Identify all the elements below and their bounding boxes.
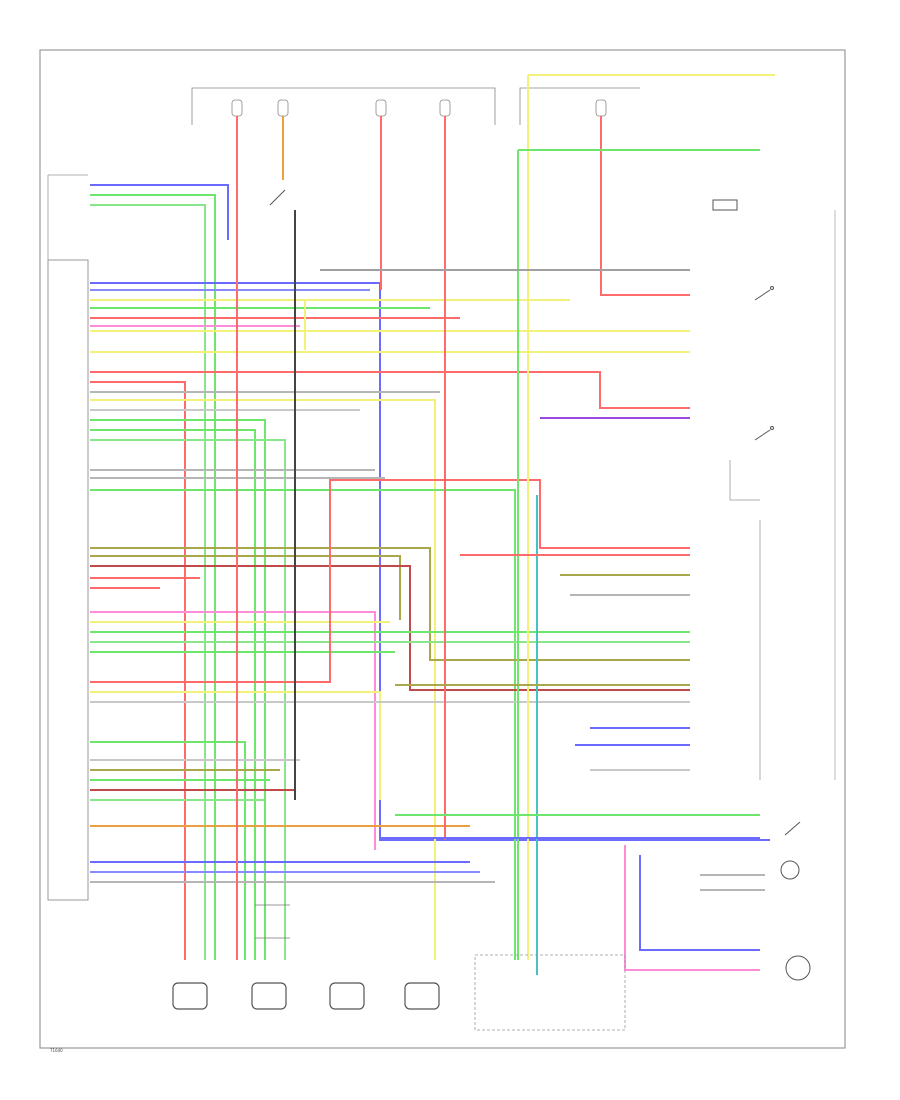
wire-blue-top (90, 184, 229, 240)
wire-green-4 (90, 439, 286, 960)
wire-red-6 (90, 479, 690, 683)
right-wires (380, 417, 765, 971)
relay-switch-3 (784, 821, 801, 836)
fuse-4 (439, 99, 451, 117)
relay-switch-2 (754, 429, 771, 441)
wire-red-3 (90, 381, 186, 960)
fuse-top-right (712, 199, 738, 211)
ground-icon (780, 860, 800, 880)
pump-motor-icon (785, 955, 811, 981)
wire-green-5 (90, 489, 516, 960)
wire-red-relay (600, 116, 690, 296)
relay-ground (729, 460, 760, 501)
wire-green-3 (90, 429, 256, 960)
wire-olive-1 (90, 547, 690, 661)
wire-pink-3 (624, 845, 760, 971)
sensor-rear-left (329, 982, 365, 1010)
wire-green-top-1 (90, 194, 216, 960)
wire-yellow-6 (90, 691, 381, 800)
fuse-box-bracket (191, 87, 496, 125)
wire-red-2 (90, 371, 690, 409)
wire-blue-1 (90, 282, 770, 841)
relay-switch-1 (754, 289, 771, 301)
wire-olive-2 (90, 555, 401, 620)
wire-blue-8 (639, 855, 760, 951)
wire-yellow-4 (90, 399, 436, 960)
module-wires (90, 184, 770, 960)
relay-box-bracket (519, 87, 640, 125)
sensor-rear-right (404, 982, 440, 1010)
wire-green-2 (90, 419, 266, 960)
ignition-switch (269, 189, 286, 206)
wire-darkred-1 (90, 565, 690, 691)
abs-control-module (47, 259, 89, 901)
wire-green-top-2 (90, 204, 206, 960)
pump-motor-box (474, 954, 626, 1031)
sensor-front-left (172, 982, 208, 1010)
fuse-5 (595, 99, 607, 117)
wheel-speed-sensor-icon (172, 982, 440, 1010)
relay-contact-2 (770, 426, 774, 430)
wire-green-9 (90, 741, 246, 960)
fuse-group (231, 99, 607, 117)
sensor-front-right (251, 982, 287, 1010)
wire-pink-2 (90, 611, 376, 850)
fuse-1 (231, 99, 243, 117)
fuse-3 (375, 99, 387, 117)
sheet-code: 71640 (50, 1048, 63, 1053)
diagram-border (39, 49, 846, 1049)
relay-contact-1 (770, 286, 774, 290)
fuse-2 (277, 99, 289, 117)
relay-switch-icon (269, 189, 801, 836)
